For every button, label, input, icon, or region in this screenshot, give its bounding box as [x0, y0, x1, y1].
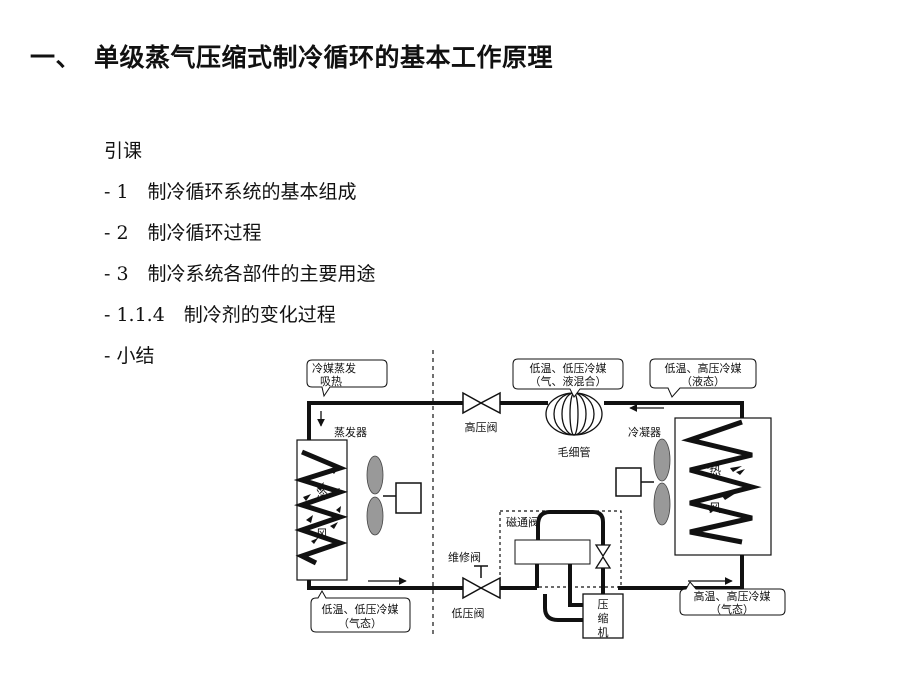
menu-item-refrigerant-changes[interactable]: - 1.1.4 制冷剂的变化过程 [104, 304, 336, 326]
svg-text:（气态）: （气态） [710, 602, 754, 616]
menu-item-basic-composition[interactable]: - 1 制冷循环系统的基本组成 [104, 181, 357, 203]
high-pressure-valve [462, 391, 501, 415]
callout-compressor-out: 高温、高压冷媒 （气态） [679, 581, 786, 616]
low-pressure-valve-label: 低压阀 [452, 606, 485, 620]
hot-wind-label: 风 [709, 501, 721, 515]
callout-evaporator-out: 低温、低压冷媒 （气态） [310, 589, 411, 633]
solenoid-valve-element [594, 544, 612, 569]
capillary-label: 毛细管 [558, 445, 591, 459]
evaporator-fan [366, 455, 396, 536]
condenser-label: 冷凝器 [628, 425, 661, 439]
refrigeration-cycle-diagram: 高压阀 毛细管 蒸发器 冷 风 [293, 350, 786, 639]
svg-text:冷媒蒸发: 冷媒蒸发 [312, 361, 356, 375]
solenoid-valve-box [499, 510, 622, 588]
menu-item-cycle-process[interactable]: - 2 制冷循环过程 [104, 222, 262, 244]
compressor-label-2: 缩 [598, 612, 609, 625]
svg-text:吸热: 吸热 [320, 375, 342, 388]
svg-text:（气态）: （气态） [338, 616, 382, 630]
svg-text:低温、低压冷媒: 低温、低压冷媒 [322, 603, 399, 616]
menu-item-component-uses[interactable]: - 3 制冷系统各部件的主要用途 [104, 263, 376, 285]
hot-label: 热 [709, 463, 721, 477]
svg-text:低温、高压冷媒: 低温、高压冷媒 [665, 361, 742, 375]
solenoid-valve-body [514, 539, 591, 565]
service-valve-label: 维修阀 [448, 550, 481, 564]
compressor-label-3: 机 [598, 625, 609, 639]
service-valve [462, 565, 501, 600]
menu-item-intro[interactable]: 引课 [104, 140, 143, 162]
cold-label: 冷 [316, 488, 328, 502]
callout-evaporator-absorb: 冷媒蒸发 吸热 [306, 359, 388, 398]
callout-condenser-out: 低温、高压冷媒 （液态） [649, 358, 757, 398]
slide-title: 一、 单级蒸气压缩式制冷循环的基本工作原理 [30, 43, 554, 72]
svg-text:低温、低压冷媒: 低温、低压冷媒 [530, 362, 607, 375]
menu-item-summary[interactable]: - 小结 [104, 345, 155, 367]
evaporator-fan-motor [395, 482, 422, 514]
high-pressure-valve-label: 高压阀 [465, 420, 498, 434]
callout-capillary-in: 低温、低压冷媒 （气、液混合） [512, 358, 624, 398]
cold-wind-label: 风 [316, 527, 328, 541]
solenoid-valve-label: 磁通阀 [506, 515, 539, 529]
condenser [674, 417, 772, 556]
condenser-fan [641, 438, 671, 526]
compressor-label-1: 压 [598, 598, 609, 611]
evaporator [293, 439, 349, 581]
evaporator-label: 蒸发器 [334, 425, 367, 439]
svg-text:（液态）: （液态） [681, 374, 725, 388]
flow-arrows [317, 404, 733, 585]
svg-text:（气、液混合）: （气、液混合） [530, 374, 607, 388]
condenser-fan-motor [615, 467, 642, 497]
svg-text:高温、高压冷媒: 高温、高压冷媒 [694, 589, 771, 603]
compressor [582, 593, 624, 639]
capillary-tube [545, 392, 603, 436]
